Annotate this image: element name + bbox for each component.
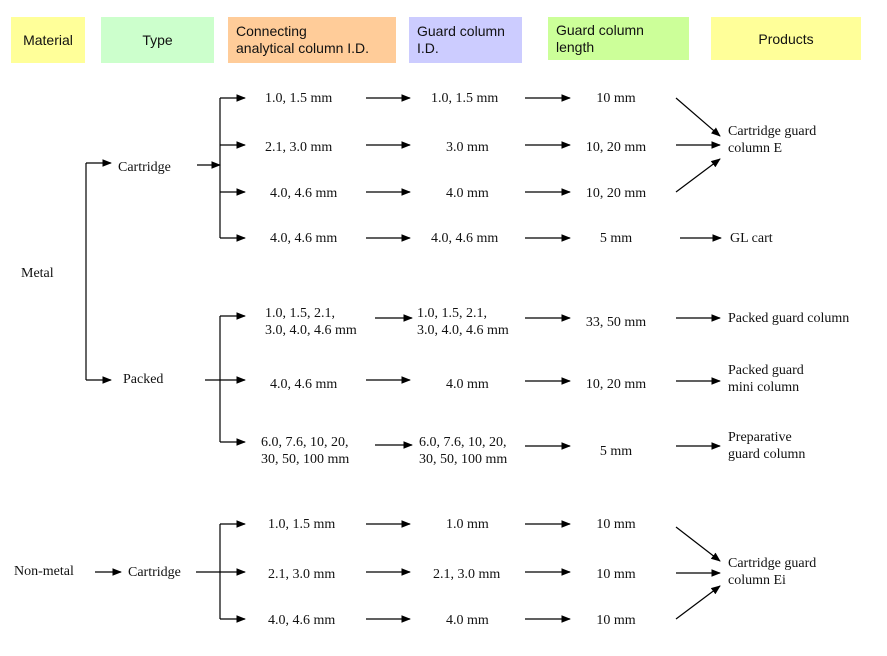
type-nonmetal-cartridge: Cartridge — [128, 564, 181, 580]
guard-length-10: 10 mm — [596, 612, 636, 628]
connecting-id-3: 4.0, 4.6 mm — [270, 185, 338, 201]
arrow-39 — [675, 97, 721, 137]
guard-length-2: 10, 20 mm — [585, 139, 647, 155]
header-guard-id: Guard column I.D. — [409, 17, 522, 63]
guard-length-8: 10 mm — [596, 516, 636, 532]
type-metal-cartridge: Cartridge — [118, 159, 171, 175]
product-1: Cartridge guard column E — [728, 124, 817, 156]
guard-id-9: 2.1, 3.0 mm — [433, 566, 501, 582]
guard-id-4: 4.0, 4.6 mm — [431, 230, 499, 246]
guard-length-3: 10, 20 mm — [585, 185, 647, 201]
guard-length-5: 33, 50 mm — [585, 314, 647, 330]
connecting-id-4: 4.0, 4.6 mm — [270, 230, 338, 246]
guard-id-5: 1.0, 1.5, 2.1, 3.0, 4.0, 4.6 mm — [417, 306, 509, 338]
guard-length-7: 5 mm — [599, 443, 633, 459]
product-3: Packed guard column — [728, 310, 850, 326]
arrow-48 — [675, 585, 721, 620]
guard-id-6: 4.0 mm — [446, 376, 489, 392]
header-material: Material — [11, 17, 85, 63]
guard-id-2: 3.0 mm — [446, 139, 489, 155]
connecting-id-5: 1.0, 1.5, 2.1, 3.0, 4.0, 4.6 mm — [265, 306, 357, 338]
guard-id-7: 6.0, 7.6, 10, 20, 30, 50, 100 mm — [419, 435, 508, 467]
connecting-id-10: 4.0, 4.6 mm — [268, 612, 336, 628]
header-products: Products — [711, 17, 861, 60]
guard-length-9: 10 mm — [596, 566, 636, 582]
connecting-id-7: 6.0, 7.6, 10, 20, 30, 50, 100 mm — [261, 435, 350, 467]
connecting-id-1: 1.0, 1.5 mm — [265, 90, 333, 106]
guard-id-3: 4.0 mm — [446, 185, 489, 201]
connecting-id-8: 1.0, 1.5 mm — [268, 516, 336, 532]
connecting-id-6: 4.0, 4.6 mm — [270, 376, 338, 392]
arrow-41 — [675, 158, 721, 193]
guard-length-6: 10, 20 mm — [585, 376, 647, 392]
guard-id-8: 1.0 mm — [446, 516, 489, 532]
connecting-id-2: 2.1, 3.0 mm — [265, 139, 333, 155]
connecting-id-9: 2.1, 3.0 mm — [268, 566, 336, 582]
arrow-46 — [675, 526, 721, 562]
product-4: Packed guard mini column — [728, 363, 804, 395]
guard-length-4: 5 mm — [599, 230, 633, 246]
material-non-metal: Non-metal — [14, 563, 74, 579]
header-connecting-id: Connecting analytical column I.D. — [228, 17, 396, 63]
product-6: Cartridge guard column Ei — [728, 556, 817, 588]
guard-id-1: 1.0, 1.5 mm — [431, 90, 499, 106]
guard-length-1: 10 mm — [596, 90, 636, 106]
header-type: Type — [101, 17, 214, 63]
material-metal: Metal — [21, 265, 54, 281]
guard-id-10: 4.0 mm — [446, 612, 489, 628]
header-guard-length: Guard column length — [548, 17, 689, 60]
product-5: Preparative guard column — [728, 430, 806, 462]
type-metal-packed: Packed — [123, 371, 164, 387]
product-2: GL cart — [730, 230, 773, 246]
